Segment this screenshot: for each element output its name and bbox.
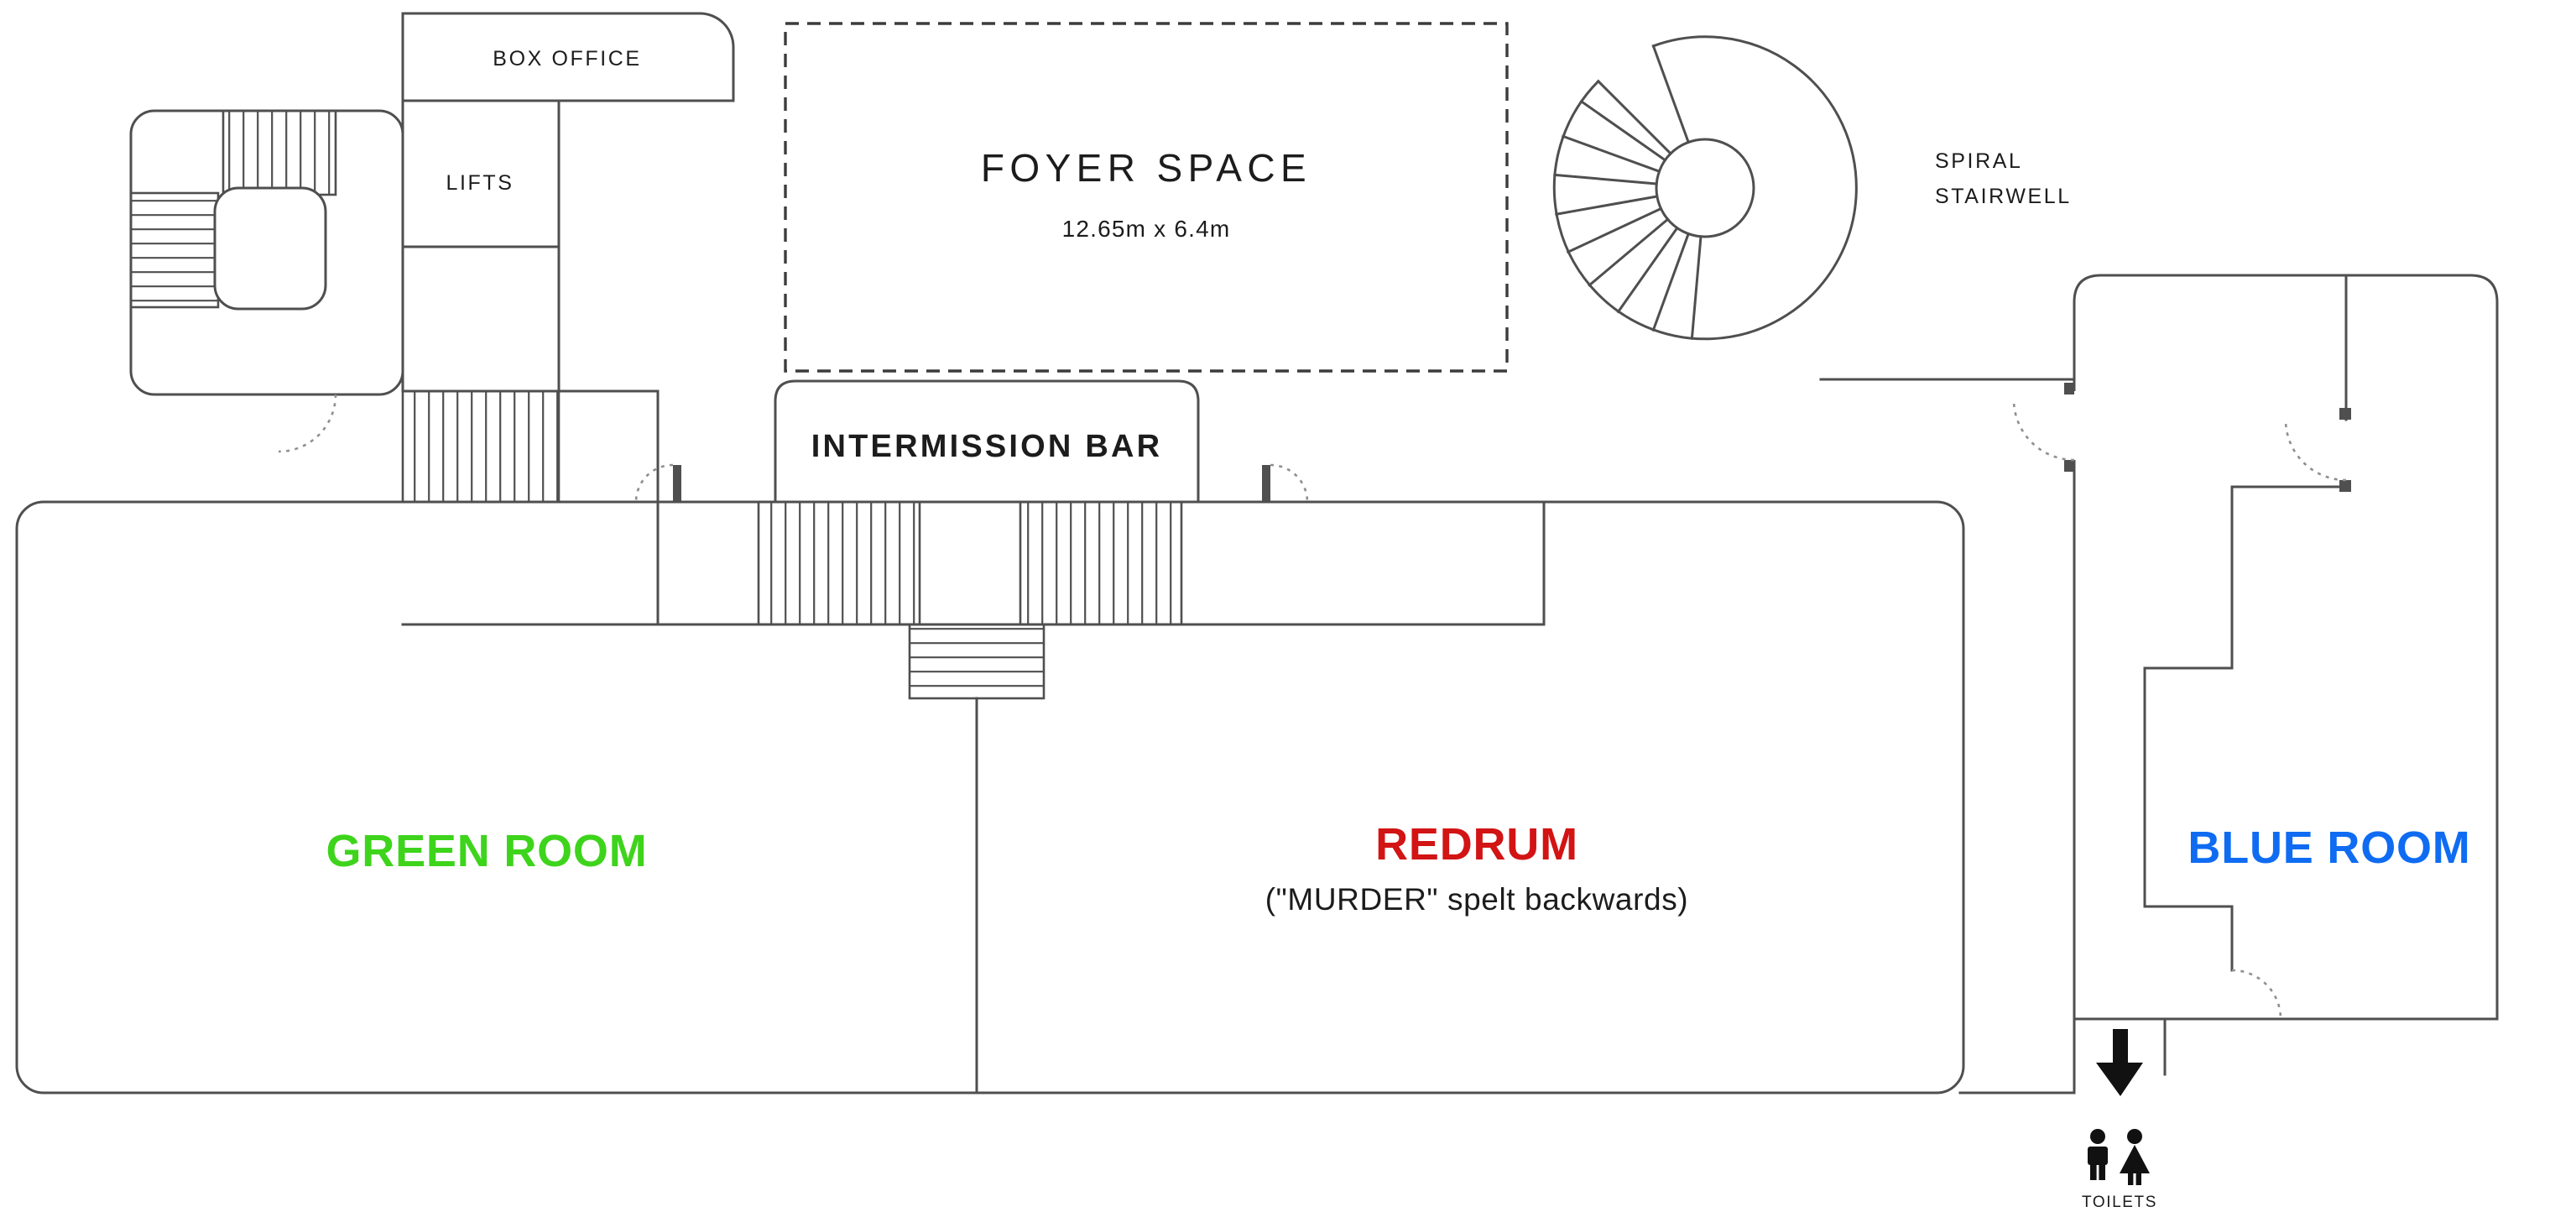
- door-jamb: [2339, 408, 2351, 420]
- spiral-treads: [1553, 99, 1703, 340]
- door-arc: [2012, 399, 2075, 462]
- spiral-outer-wall: [1552, 35, 1858, 341]
- main-hall: GREEN ROOM REDRUM ("MURDER" spelt backwa…: [15, 389, 1965, 1094]
- exit-arrow-icon: [2096, 1029, 2143, 1096]
- door-jamb: [673, 465, 681, 502]
- spiral-stairwell: SPIRAL STAIRWELL: [1552, 35, 2076, 381]
- blue-room-doors: [2012, 383, 2351, 1020]
- door-arc: [278, 394, 337, 453]
- stairs-left-of-bar: [757, 500, 921, 626]
- door-jamb: [1262, 465, 1270, 502]
- blue-room-outline: [2073, 274, 2499, 1021]
- box-office-outline: [401, 12, 735, 102]
- redrum-label: REDRUM: [1375, 819, 1578, 870]
- foyer-label: FOYER SPACE: [981, 146, 1311, 190]
- door-jamb: [2339, 480, 2351, 492]
- spiral-label-line1: SPIRAL: [1935, 149, 2023, 173]
- door-arc: [2231, 969, 2282, 1020]
- stairwell-landing: [213, 186, 327, 311]
- door-arc: [634, 463, 674, 503]
- green-room-label: GREEN ROOM: [326, 826, 647, 876]
- intermission-bar: INTERMISSION BAR: [774, 379, 1200, 504]
- main-hall-outline: [15, 500, 1965, 1094]
- box-office-label: BOX OFFICE: [493, 47, 641, 71]
- stairwell-side-flight: [129, 191, 220, 309]
- stairs-right-of-bar: [1019, 500, 1183, 626]
- lift-lobby-stairs: [401, 389, 561, 504]
- spiral-newel: [1655, 138, 1755, 238]
- stairs-center-landing: [908, 623, 1046, 700]
- blue-room-interior-walls: [2143, 274, 2348, 972]
- lifts-label: LIFTS: [446, 171, 514, 195]
- stairwell-block: [129, 109, 404, 453]
- bar-outline: [774, 379, 1200, 504]
- hall-doors: [634, 463, 1309, 503]
- spiral-label-line2: STAIRWELL: [1935, 185, 2072, 208]
- door-jamb: [2064, 460, 2074, 472]
- box-office-lifts: BOX OFFICE LIFTS: [401, 12, 735, 504]
- toilets-icon: [2088, 1129, 2150, 1185]
- door-arc: [2284, 419, 2347, 482]
- blue-room: BLUE ROOM: [2012, 274, 2499, 1021]
- stairwell-upper-flight: [222, 109, 337, 196]
- blue-room-label: BLUE ROOM: [2188, 823, 2470, 873]
- door-arc: [1270, 463, 1309, 503]
- foyer-dimensions: 12.65m x 6.4m: [1062, 216, 1231, 242]
- foyer-space: FOYER SPACE 12.65m x 6.4m: [784, 22, 1509, 373]
- toilets-label: TOILETS: [2082, 1194, 2157, 1211]
- door-jamb: [2064, 383, 2074, 394]
- foyer-outline: [784, 22, 1509, 373]
- redrum-subtitle: ("MURDER" spelt backwards): [1265, 882, 1688, 917]
- intermission-bar-label: INTERMISSION BAR: [811, 429, 1163, 464]
- toilets-area: TOILETS: [1958, 1017, 2167, 1211]
